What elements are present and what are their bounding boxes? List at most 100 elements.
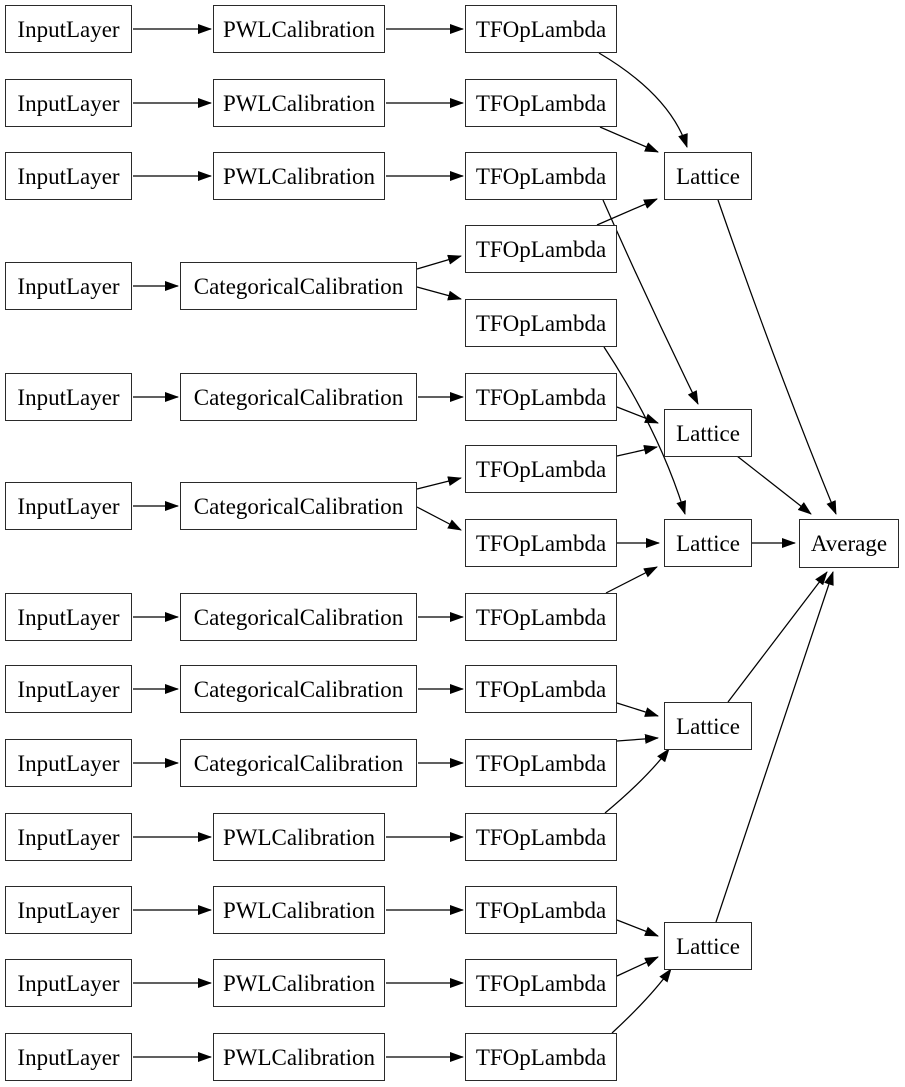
node-label: Lattice (676, 163, 740, 189)
node-input-13: InputLayer (5, 1033, 132, 1081)
node-label: TFOpLambda (475, 16, 607, 42)
node-label: PWLCalibration (222, 16, 376, 42)
node-label: TFOpLambda (475, 970, 607, 996)
node-label: TFOpLambda (475, 750, 607, 776)
node-label: CategoricalCalibration (193, 493, 404, 519)
edge-lambda-14-to-lattice-5 (616, 956, 659, 977)
node-lambda-11: TFOpLambda (465, 739, 617, 787)
node-label: InputLayer (17, 493, 120, 519)
node-calib-11: PWLCalibration (213, 886, 385, 934)
node-label: TFOpLambda (475, 236, 607, 262)
node-lambda-7: TFOpLambda (465, 445, 617, 493)
node-lambda-6: TFOpLambda (465, 373, 617, 421)
node-lambda-2: TFOpLambda (465, 79, 617, 127)
node-label: Lattice (676, 713, 740, 739)
node-input-10: InputLayer (5, 813, 132, 861)
edge-lambda-13-to-lattice-5 (616, 919, 659, 937)
node-lattice-2: Lattice (664, 409, 752, 457)
node-label: InputLayer (17, 1044, 120, 1070)
node-label: InputLayer (17, 824, 120, 850)
node-label: TFOpLambda (475, 384, 607, 410)
edge-calib-4-to-lambda-4 (416, 254, 462, 270)
node-label: TFOpLambda (475, 604, 607, 630)
edge-calib-6-to-lambda-7 (416, 476, 462, 490)
edge-lambda-11-to-lattice-4 (616, 733, 659, 744)
node-label: CategoricalCalibration (193, 676, 404, 702)
node-label: TFOpLambda (475, 163, 607, 189)
node-lambda-3: TFOpLambda (465, 152, 617, 200)
node-input-7: InputLayer (5, 593, 132, 641)
node-label: Lattice (676, 530, 740, 556)
node-input-3: InputLayer (5, 152, 132, 200)
node-label: CategoricalCalibration (193, 750, 404, 776)
edge-lambda-5-to-lattice-3 (603, 346, 686, 515)
node-label: TFOpLambda (475, 897, 607, 923)
node-calib-8: CategoricalCalibration (180, 665, 417, 713)
node-calib-7: CategoricalCalibration (180, 593, 417, 641)
node-lattice-4: Lattice (664, 702, 752, 750)
node-label: InputLayer (17, 90, 120, 116)
node-lambda-13: TFOpLambda (465, 886, 617, 934)
node-label: Lattice (676, 933, 740, 959)
node-lambda-14: TFOpLambda (465, 959, 617, 1007)
node-label: PWLCalibration (222, 163, 376, 189)
node-calib-1: PWLCalibration (213, 5, 385, 53)
node-label: Average (810, 531, 888, 556)
edge-lambda-15-to-lattice-5 (611, 968, 672, 1034)
node-lambda-12: TFOpLambda (465, 813, 617, 861)
node-label: PWLCalibration (222, 1044, 376, 1070)
node-label: TFOpLambda (475, 530, 607, 556)
node-label: TFOpLambda (475, 1044, 607, 1070)
node-input-12: InputLayer (5, 959, 132, 1007)
edge-lambda-4-to-lattice-1 (596, 198, 658, 226)
node-lambda-4: TFOpLambda (465, 225, 617, 273)
edge-lattice-5-to-average (715, 571, 834, 923)
node-lambda-8: TFOpLambda (465, 519, 617, 567)
node-label: PWLCalibration (222, 824, 376, 850)
edge-lambda-7-to-lattice-2 (616, 444, 658, 457)
node-input-8: InputLayer (5, 665, 132, 713)
edge-lambda-12-to-lattice-4 (604, 748, 670, 814)
edge-lattice-4-to-average (727, 571, 828, 703)
node-label: PWLCalibration (222, 90, 376, 116)
node-label: TFOpLambda (475, 676, 607, 702)
node-label: PWLCalibration (222, 970, 376, 996)
node-label: InputLayer (17, 676, 120, 702)
node-input-2: InputLayer (5, 79, 132, 127)
node-input-11: InputLayer (5, 886, 132, 934)
node-calib-10: PWLCalibration (213, 813, 385, 861)
node-label: CategoricalCalibration (193, 273, 404, 299)
edge-lambda-6-to-lattice-2 (616, 406, 659, 424)
node-label: TFOpLambda (475, 824, 607, 850)
node-label: InputLayer (17, 384, 120, 410)
edge-lambda-9-to-lattice-3 (605, 566, 658, 594)
node-lambda-5: TFOpLambda (465, 299, 617, 347)
node-calib-12: PWLCalibration (213, 959, 385, 1007)
node-average: Average (799, 519, 899, 568)
node-lattice-5: Lattice (664, 922, 752, 970)
node-label: PWLCalibration (222, 897, 376, 923)
edge-lattice-2-to-average (736, 455, 812, 515)
edge-lambda-2-to-lattice-1 (599, 126, 659, 153)
node-calib-6: CategoricalCalibration (180, 482, 417, 530)
node-calib-2: PWLCalibration (213, 79, 385, 127)
node-label: InputLayer (17, 16, 120, 42)
node-lattice-1: Lattice (664, 152, 752, 200)
node-label: InputLayer (17, 163, 120, 189)
edge-lattice-1-to-average (717, 199, 837, 515)
node-calib-3: PWLCalibration (213, 152, 385, 200)
node-label: CategoricalCalibration (193, 604, 404, 630)
edge-lambda-10-to-lattice-4 (616, 702, 659, 717)
edge-lambda-3-to-lattice-2 (602, 199, 699, 405)
node-calib-4: CategoricalCalibration (180, 262, 417, 310)
node-input-9: InputLayer (5, 739, 132, 787)
node-calib-9: CategoricalCalibration (180, 739, 417, 787)
node-input-6: InputLayer (5, 482, 132, 530)
node-label: Lattice (676, 420, 740, 446)
node-label: InputLayer (17, 897, 120, 923)
edge-calib-4-to-lambda-5 (416, 286, 462, 301)
node-lambda-9: TFOpLambda (465, 593, 617, 641)
node-calib-13: PWLCalibration (213, 1033, 385, 1081)
